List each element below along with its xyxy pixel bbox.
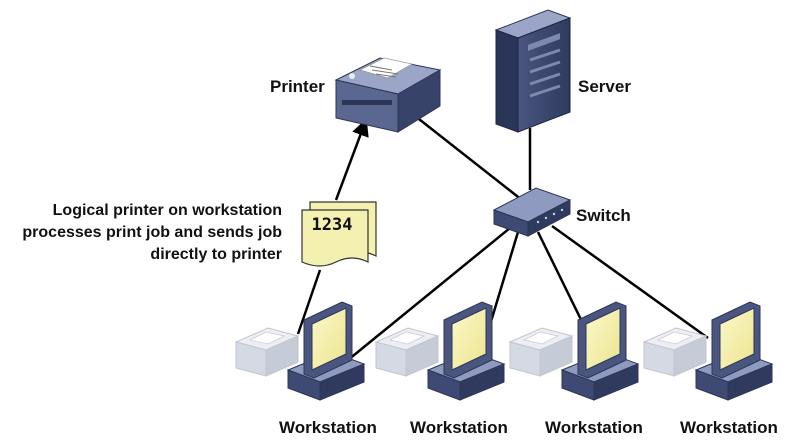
printer-label: Printer [270, 77, 325, 96]
faded-printer-icon [508, 327, 574, 377]
workstation-label-4: Workstation [680, 418, 778, 437]
connections [347, 111, 709, 361]
workstation-3[interactable] [508, 301, 640, 401]
caption-line-3: directly to printer [150, 246, 282, 263]
server-label: Server [578, 77, 631, 96]
print-job-number: 1234 [311, 215, 353, 235]
faded-printer-icon [234, 327, 300, 377]
link-switch-workstation-4 [551, 224, 709, 340]
server-icon[interactable] [494, 9, 572, 133]
caption-line-1: Logical printer on workstation [52, 202, 282, 219]
workstation-4[interactable] [642, 301, 774, 401]
computer-icon [286, 301, 366, 401]
arrow-workstation-to-job [296, 269, 322, 335]
faded-printer-icon [642, 327, 708, 377]
workstation-2[interactable] [374, 301, 506, 401]
faded-printer-icon [374, 327, 440, 377]
computer-icon [426, 301, 506, 401]
switch-icon[interactable] [492, 187, 572, 237]
workstation-label-3: Workstation [545, 418, 643, 437]
link-switch-workstation-1 [347, 227, 511, 361]
print-job-caption: Logical printer on workstation processes… [22, 200, 282, 266]
printer-icon[interactable] [334, 57, 442, 133]
computer-icon [560, 301, 640, 401]
workstation-1[interactable] [234, 301, 366, 401]
workstation-label-1: Workstation [279, 418, 377, 437]
arrow-job-to-printer [334, 118, 369, 201]
workstation-label-2: Workstation [410, 418, 508, 437]
switch-label: Switch [576, 206, 631, 225]
link-printer-switch [409, 111, 523, 201]
computer-icon [694, 301, 774, 401]
print-job-document-icon [301, 201, 377, 267]
caption-line-2: processes print job and sends job [22, 224, 282, 241]
